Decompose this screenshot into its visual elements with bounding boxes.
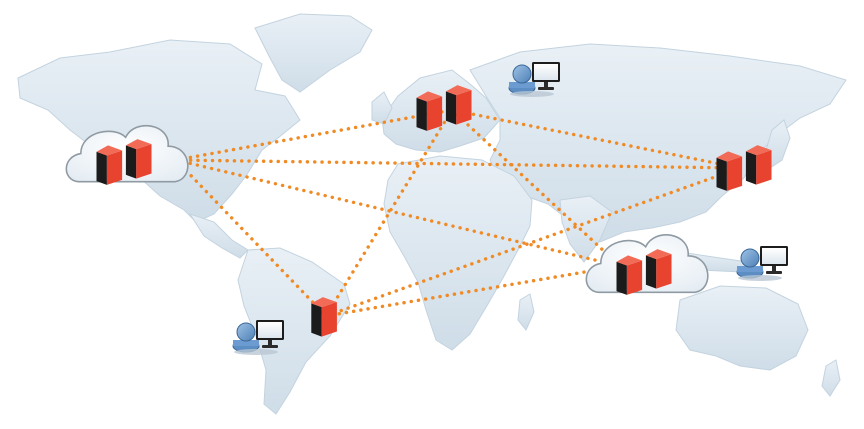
user-workstation-icon [508,62,560,97]
server-icon [125,139,152,179]
user-workstation-icon [736,246,788,281]
link-southeast-asia-cloud-to-south-america [324,264,622,318]
link-north-america-cloud-to-south-america [174,158,328,318]
south-america-shape [237,247,351,415]
network-users [232,62,788,355]
user-workstation-icon [232,320,284,355]
server-icon [716,151,743,191]
server-icon [445,85,472,125]
node-east-asia [716,145,772,191]
server-icon [745,145,772,185]
node-north-america-cloud [65,124,189,185]
world-map [17,13,847,415]
network-nodes [65,85,772,337]
madagascar-shape [517,293,535,331]
link-north-america-cloud-to-east-asia [174,158,742,170]
person-head-icon [740,248,760,268]
server-icon [311,297,337,337]
server-icon [96,145,123,185]
link-europe-to-southeast-asia-cloud [450,108,622,268]
server-icon [645,249,672,289]
new-zealand-shape [821,359,841,397]
link-north-america-cloud-to-southeast-asia-cloud [174,158,622,268]
node-southeast-asia-cloud [585,234,709,295]
link-east-asia-to-south-america [324,166,742,318]
node-europe [416,85,472,131]
node-south-america [311,297,337,337]
india-shape [559,195,613,263]
server-icon [416,91,443,131]
link-north-america-cloud-to-europe [174,108,454,162]
greenland-shape [254,13,373,93]
person-head-icon [236,322,256,342]
network-links [174,108,742,318]
server-icon [616,255,643,295]
link-europe-to-east-asia [450,108,742,170]
africa-shape [383,155,533,351]
uk-shape [371,91,393,125]
central-america-shape [188,213,249,259]
person-head-icon [512,64,532,84]
australia-shape [675,285,809,371]
